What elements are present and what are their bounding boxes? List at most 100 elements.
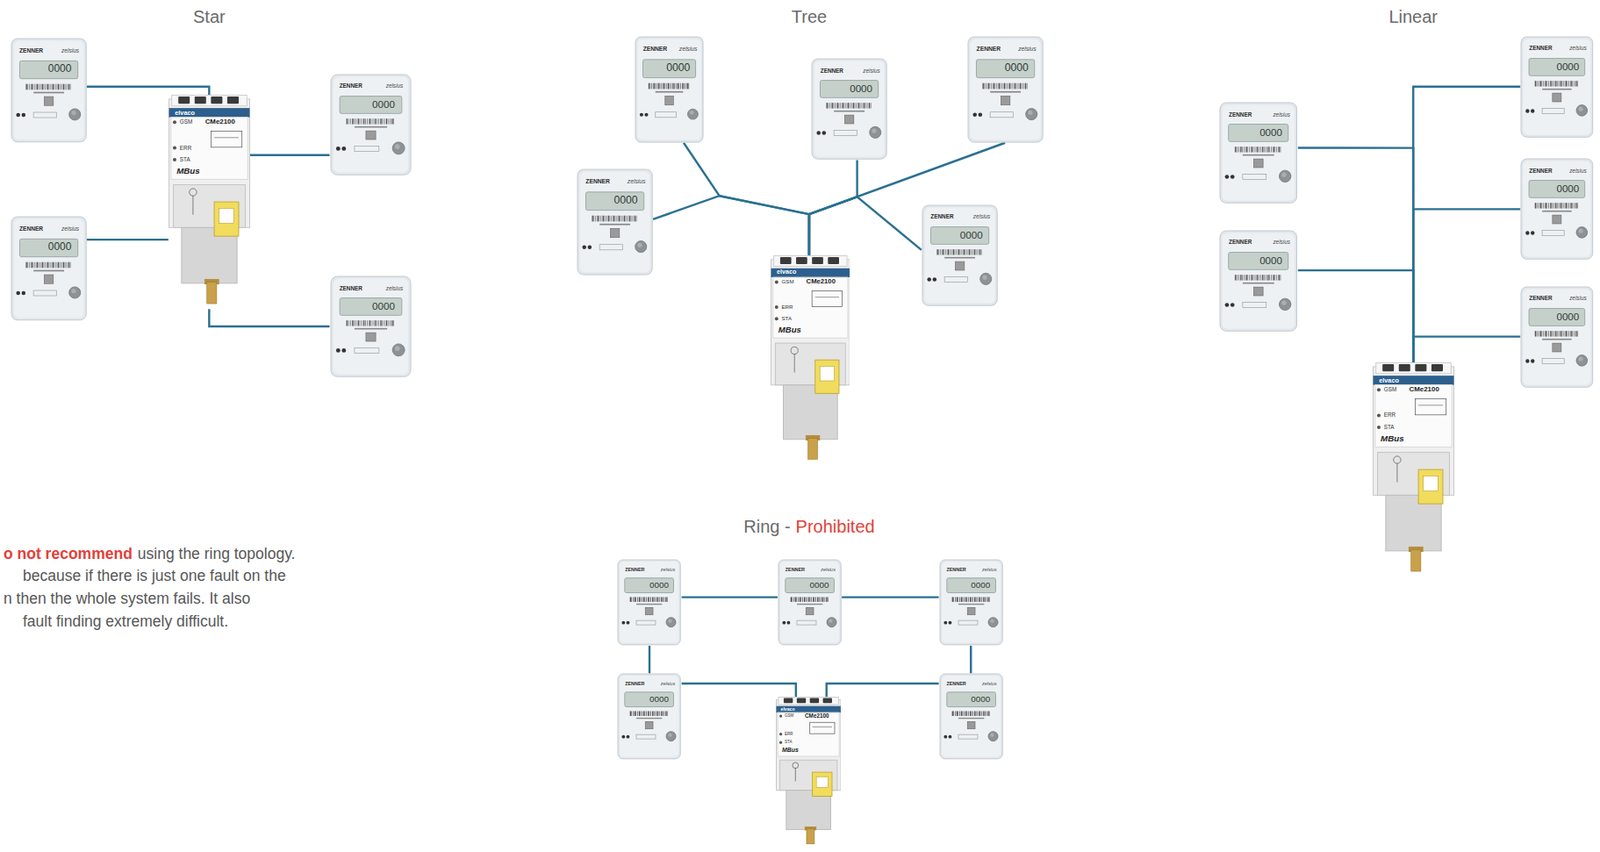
device-label: GSM (784, 714, 794, 718)
barcode-bar (1026, 82, 1028, 89)
barcode-bar (970, 711, 973, 717)
device-label: STA (179, 157, 191, 163)
serial-print (599, 223, 631, 226)
device-label: ZENNER (946, 567, 966, 573)
barcode-bar (55, 84, 58, 91)
barcode-bar (1278, 146, 1280, 152)
meter-housing (577, 169, 653, 275)
barcode-bar (1265, 146, 1268, 152)
gateway-illustration (168, 94, 251, 309)
device-label: 0000 (372, 99, 395, 110)
serial-print (796, 603, 823, 605)
meter-housing (330, 276, 411, 377)
device-label: 0000 (810, 581, 830, 590)
device-label: 0000 (614, 194, 639, 206)
barcode-bar (383, 118, 386, 124)
device-label: ERR (781, 304, 793, 310)
device-label: 0000 (1556, 183, 1579, 194)
barcode-bar (952, 711, 955, 717)
barcode-bar (364, 118, 366, 124)
barcode-bar (989, 82, 991, 89)
barcode-bar (1549, 202, 1551, 209)
barcode-bar (1575, 80, 1577, 87)
barcode-bar (629, 215, 631, 223)
barcode-bar (982, 711, 984, 717)
barcode-bar (864, 102, 867, 108)
barcode-bar (658, 711, 661, 717)
barcode-bar (1025, 82, 1027, 89)
serial-print (636, 603, 662, 605)
bus-cable (809, 196, 922, 255)
device-label: 0000 (1259, 127, 1283, 138)
barcode-bar (978, 711, 980, 717)
push-button (1279, 170, 1292, 182)
device-label: 0000 (1004, 62, 1029, 73)
barcode-bar (967, 711, 969, 717)
push-button (1026, 107, 1038, 120)
device-label: elvaco (776, 269, 797, 276)
device-label: ZENNER (1528, 168, 1552, 174)
barcode-bar (351, 320, 353, 326)
barcode-bar (1551, 80, 1554, 87)
barcode-bar (1251, 146, 1253, 152)
barcode-bar (979, 249, 981, 255)
barcode-bar (687, 82, 689, 89)
barcode-bar (1269, 274, 1271, 280)
bus-cable (648, 645, 651, 674)
barcode-bar (1535, 80, 1538, 87)
barcode-bar (617, 215, 619, 223)
barcode-bar (1573, 330, 1576, 337)
meter-face (13, 219, 84, 319)
barcode-bar (1254, 146, 1256, 152)
meter-face (13, 41, 84, 141)
barcode-bar (825, 597, 827, 603)
barcode-bar (51, 262, 53, 269)
button-highlight (1281, 300, 1286, 305)
device-label: CMe2100 (806, 278, 836, 286)
barcode-bar (637, 597, 639, 603)
barcode-bar (1274, 146, 1277, 152)
heat-meter: ZENNERzelsius0000 (634, 35, 704, 144)
barcode-bar (662, 711, 665, 717)
barcode-bar (974, 597, 976, 603)
wiring-symbol (811, 290, 842, 307)
serial-print (353, 328, 387, 331)
barcode-bar (650, 597, 653, 603)
barcode-bar (656, 597, 658, 603)
push-button (826, 617, 837, 628)
barcode-bar (385, 118, 387, 124)
device-label: ZENNER (1228, 239, 1252, 245)
barcode-bar (1575, 330, 1577, 337)
device-label: MBus (782, 747, 799, 754)
barcode-bar (1551, 202, 1554, 209)
approval-mark (796, 620, 817, 625)
barcode-bar (1009, 82, 1011, 89)
barcode-bar (966, 711, 969, 717)
barcode-bar (838, 102, 840, 108)
barcode-bar (1247, 274, 1249, 280)
heat-meter: ZENNERzelsius0000 (921, 204, 998, 307)
barcode-bar (46, 84, 48, 91)
barcode-bar (962, 249, 964, 255)
barcode-bar (351, 118, 353, 124)
barcode-bar (637, 711, 639, 717)
barcode-bar (985, 597, 988, 603)
barcode-bar (804, 597, 807, 603)
barcode-bar (966, 597, 969, 603)
barcode-bar (1546, 80, 1549, 87)
terminal-screw (227, 96, 239, 104)
barcode-bar (644, 597, 646, 603)
heat-meter: ZENNERzelsius0000 (939, 559, 1004, 646)
antenna-connector (807, 437, 818, 460)
barcode-bar (839, 102, 842, 108)
barcode-bar (666, 597, 668, 603)
meter-housing (922, 205, 998, 306)
serial-print (944, 256, 976, 259)
meter-face (780, 561, 840, 644)
barcode-bar (616, 215, 618, 223)
section-title: Star (193, 6, 226, 28)
barcode-bar (1563, 330, 1565, 337)
barcode-bar (1573, 202, 1576, 209)
barcode-bar (380, 118, 381, 124)
barcode-bar (791, 597, 794, 603)
